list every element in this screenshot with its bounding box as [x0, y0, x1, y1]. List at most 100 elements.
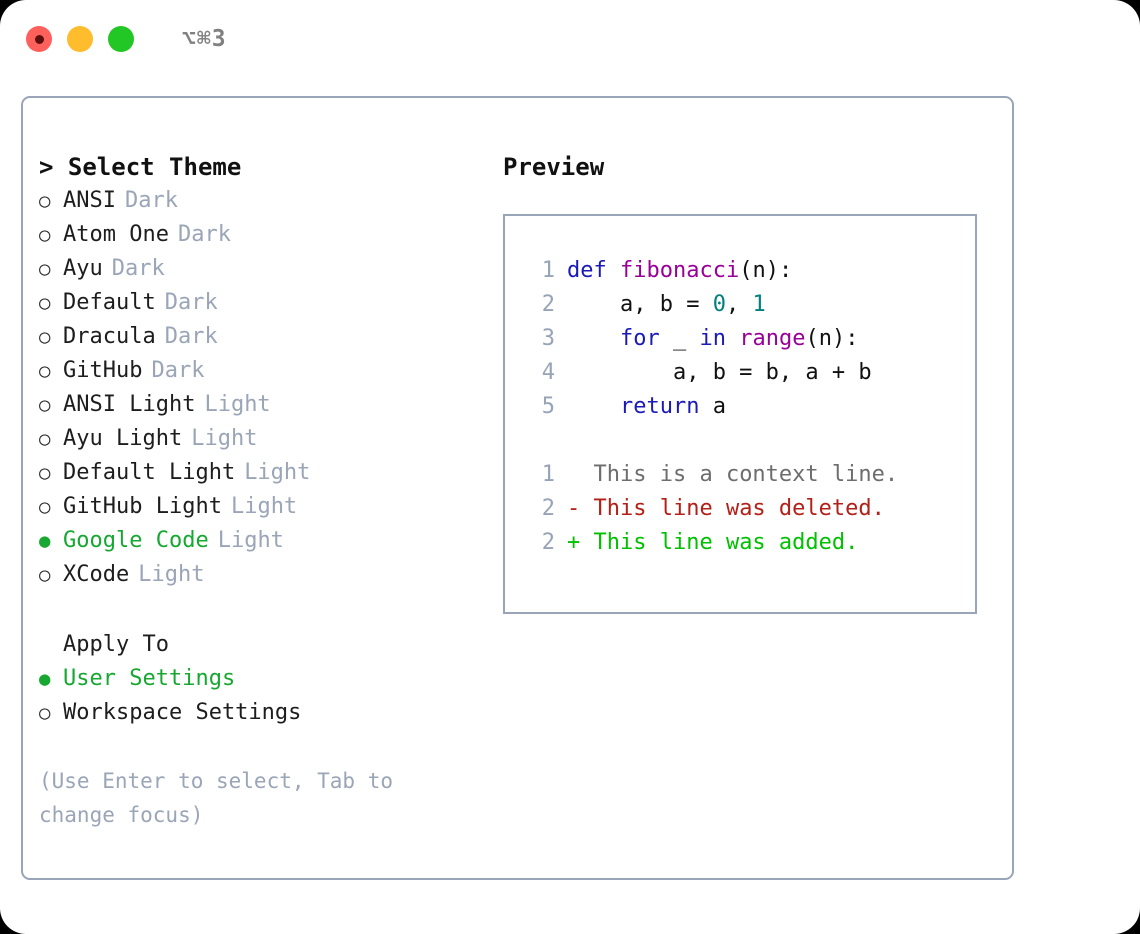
code-spacer — [521, 424, 975, 458]
apply-to-option-user-settings[interactable]: ● User Settings — [39, 662, 503, 696]
code-token-fn: range — [739, 326, 806, 351]
code-token-kw: return — [619, 394, 700, 419]
code-token-kw: for — [619, 326, 660, 351]
theme-option-default-light[interactable]: ○ Default Light Light — [39, 456, 503, 490]
diff-line-number: 1 — [541, 462, 555, 487]
diff-sign — [567, 458, 580, 492]
theme-option-label: Default Light — [63, 460, 236, 485]
theme-option-tag: Dark — [164, 290, 218, 315]
diff-sign: - — [567, 496, 581, 521]
window-titlebar: ⌥⌘3 — [0, 0, 1140, 78]
theme-option-tag: Light — [191, 426, 258, 451]
theme-option-tag: Dark — [111, 256, 165, 281]
theme-option-tag: Light — [204, 392, 271, 417]
code-line-content: def fibonacci(n): — [567, 254, 792, 288]
theme-option-label: Dracula — [63, 324, 156, 349]
code-token-num: 1 — [752, 292, 766, 317]
diff-line-text: This line was deleted. — [580, 496, 885, 521]
code-line-number: 3 — [541, 326, 555, 351]
code-token-plain: a, b = — [567, 292, 713, 317]
select-theme-header-label: Select Theme — [67, 153, 242, 181]
code-token-plain: , — [725, 292, 753, 317]
theme-option-label: XCode — [63, 562, 130, 587]
theme-option-tag: Light — [230, 494, 298, 519]
radio-unselected-icon: ○ — [39, 702, 51, 724]
code-token-kw: in — [699, 326, 726, 351]
window-minimize-button[interactable] — [67, 26, 93, 52]
diff-line-number: 2 — [541, 496, 555, 521]
apply-to-list: ● User Settings ○ Workspace Settings — [39, 662, 503, 730]
diff-line-text: This is a context line. — [580, 462, 899, 487]
diff-line-text: This line was added. — [580, 530, 859, 555]
apply-to-option-label: User Settings — [63, 666, 236, 691]
diff-line-del: 2- This line was deleted. — [521, 492, 975, 526]
window-close-button[interactable] — [26, 26, 52, 52]
theme-option-tag: Dark — [177, 222, 231, 247]
radio-unselected-icon: ○ — [39, 462, 51, 484]
code-line: 3 for _ in range(n): — [521, 322, 975, 356]
radio-selected-icon: ● — [39, 668, 51, 690]
code-token-plain: a, b = b, a + b — [567, 360, 872, 385]
diff-line-ctx: 1 This is a context line. — [521, 458, 975, 492]
theme-option-label: Default — [63, 290, 156, 315]
code-token-plain — [567, 326, 620, 351]
theme-option-tag: Light — [244, 460, 311, 485]
apply-to-option-workspace-settings[interactable]: ○ Workspace Settings — [39, 696, 503, 730]
preview-title: Preview — [503, 153, 605, 181]
code-token-kw: def — [567, 258, 620, 283]
code-token-plain — [726, 326, 739, 351]
theme-option-ansi-light[interactable]: ○ ANSI Light Light — [39, 388, 503, 422]
keyboard-hint: (Use Enter to select, Tab to change focu… — [39, 769, 394, 827]
code-line: 1 def fibonacci(n): — [521, 254, 975, 288]
theme-option-tag: Dark — [124, 188, 178, 213]
code-line: 2 a, b = 0, 1 — [521, 288, 975, 322]
code-line: 5 return a — [521, 390, 975, 424]
select-theme-header: > Select Theme — [39, 150, 503, 184]
theme-option-label: Google Code — [63, 528, 209, 553]
code-line-content: a, b = b, a + b — [567, 356, 872, 390]
diff-sign: + — [567, 530, 581, 555]
code-line-number: 5 — [541, 394, 555, 419]
theme-option-label: ANSI — [63, 188, 116, 213]
apply-to-option-label: Workspace Settings — [63, 700, 302, 725]
code-token-plain: (n): — [805, 326, 859, 351]
diff-line-number: 2 — [541, 530, 555, 555]
theme-option-tag: Light — [138, 562, 205, 587]
theme-option-label: GitHub — [63, 358, 143, 383]
window-shortcut-label: ⌥⌘3 — [182, 26, 227, 52]
radio-unselected-icon: ○ — [39, 394, 51, 416]
code-token-fn: fibonacci — [619, 258, 740, 283]
apply-to-group: Apply To ●User Settings○Workspace Settin… — [39, 628, 503, 730]
radio-unselected-icon: ○ — [39, 258, 51, 280]
theme-option-label: ANSI Light — [63, 392, 196, 417]
code-token-plain — [567, 394, 620, 419]
window-maximize-button[interactable] — [108, 26, 134, 52]
caret-icon: > — [39, 153, 54, 181]
radio-selected-icon: ● — [39, 530, 51, 552]
theme-option-tag: Light — [217, 528, 284, 553]
theme-option-ansi[interactable]: ○ ANSI Dark — [39, 184, 503, 218]
radio-unselected-icon: ○ — [39, 190, 51, 212]
code-line-number: 2 — [541, 292, 555, 317]
theme-option-tag: Dark — [151, 358, 205, 383]
radio-unselected-icon: ○ — [39, 496, 51, 518]
code-token-plain: _ — [659, 326, 700, 351]
radio-unselected-icon: ○ — [39, 224, 51, 246]
code-line-number: 1 — [541, 258, 555, 283]
code-line: 4 a, b = b, a + b — [521, 356, 975, 390]
code-token-plain: (n): — [739, 258, 793, 283]
theme-option-google-code[interactable]: ● Google Code Light — [39, 524, 503, 558]
